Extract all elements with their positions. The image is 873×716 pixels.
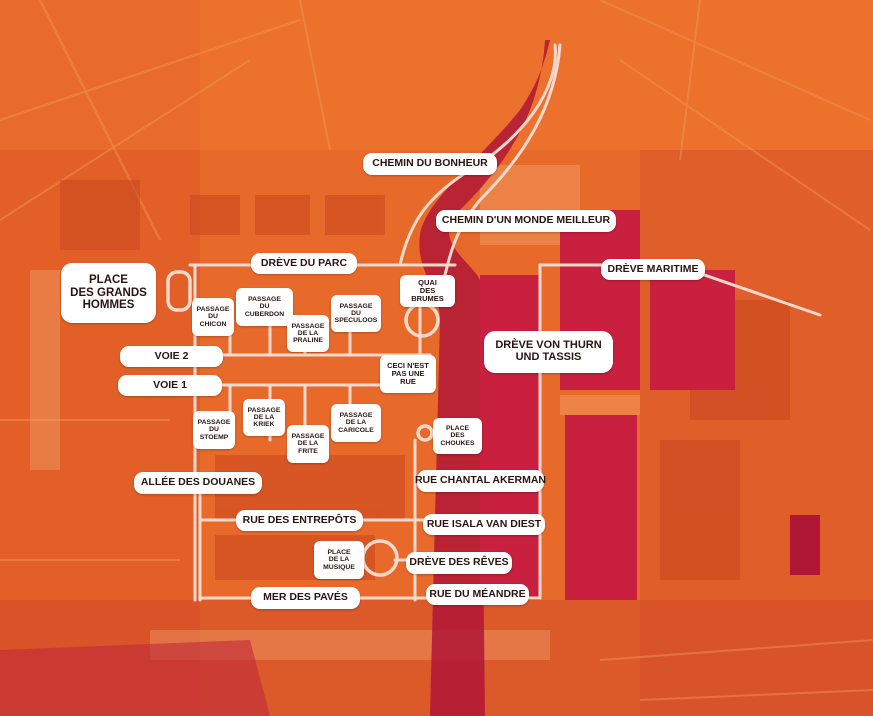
label-dreve-du-parc: DRÈVE DU PARC bbox=[251, 253, 357, 274]
label-passage-du-cuberdon: PASSAGE DU CUBERDON bbox=[236, 288, 293, 326]
basin-southeast bbox=[790, 515, 820, 575]
label-place-de-la-musique: PLACE DE LA MUSIQUE bbox=[314, 541, 364, 579]
label-chemin-monde-meilleur: CHEMIN D'UN MONDE MEILLEUR bbox=[436, 210, 616, 232]
label-rue-chantal-akerman: RUE CHANTAL AKERMAN bbox=[415, 470, 546, 492]
label-place-des-choukes: PLACE DES CHOUKES bbox=[433, 418, 482, 454]
street-grid bbox=[0, 0, 873, 701]
label-chemin-du-bonheur: CHEMIN DU BONHEUR bbox=[363, 153, 497, 175]
label-voie-2: VOIE 2 bbox=[120, 346, 223, 367]
label-rue-des-entrepots: RUE DES ENTREPÔTS bbox=[236, 510, 363, 531]
label-passage-de-la-caricole: PASSAGE DE LA CARICOLE bbox=[331, 404, 381, 442]
label-passage-du-chicon: PASSAGE DU CHICON bbox=[192, 298, 234, 336]
label-voie-1: VOIE 1 bbox=[118, 375, 222, 396]
river-canal bbox=[419, 40, 550, 716]
basin-west bbox=[480, 275, 540, 600]
label-passage-de-la-praline: PASSAGE DE LA PRALINE bbox=[287, 315, 329, 352]
river-bottom bbox=[0, 640, 270, 716]
label-passage-de-la-kriek: PASSAGE DE LA KRIEK bbox=[243, 399, 285, 436]
basin-east bbox=[650, 270, 735, 390]
label-ceci-nest-pas-une-rue: CECI N'EST PAS UNE RUE bbox=[380, 355, 436, 393]
label-passage-du-speculoos: PASSAGE DU SPECULOOS bbox=[331, 295, 381, 332]
label-place-des-grands-hommes: PLACE DES GRANDS HOMMES bbox=[61, 263, 156, 323]
urban-texture-top bbox=[0, 0, 873, 150]
label-passage-du-stoemp: PASSAGE DU STOEMP bbox=[193, 411, 235, 449]
basin-central-south bbox=[565, 415, 637, 600]
label-dreve-von-thurn-und-tassis: DRÈVE VON THURN UND TASSIS bbox=[484, 331, 613, 373]
label-rue-du-meandre: RUE DU MÉANDRE bbox=[426, 584, 529, 605]
label-mer-des-paves: MER DES PAVÉS bbox=[251, 587, 360, 609]
label-allee-des-douanes: ALLÉE DES DOUANES bbox=[134, 472, 262, 494]
label-dreve-maritime: DRÈVE MARITIME bbox=[601, 259, 705, 280]
label-dreve-des-reves: DRÈVE DES RÊVES bbox=[406, 552, 512, 574]
label-quai-des-brumes: QUAI DES BRUMES bbox=[400, 275, 455, 307]
label-rue-isala-van-diest: RUE ISALA VAN DIEST bbox=[423, 514, 545, 535]
label-passage-de-la-frite: PASSAGE DE LA FRITE bbox=[287, 425, 329, 463]
